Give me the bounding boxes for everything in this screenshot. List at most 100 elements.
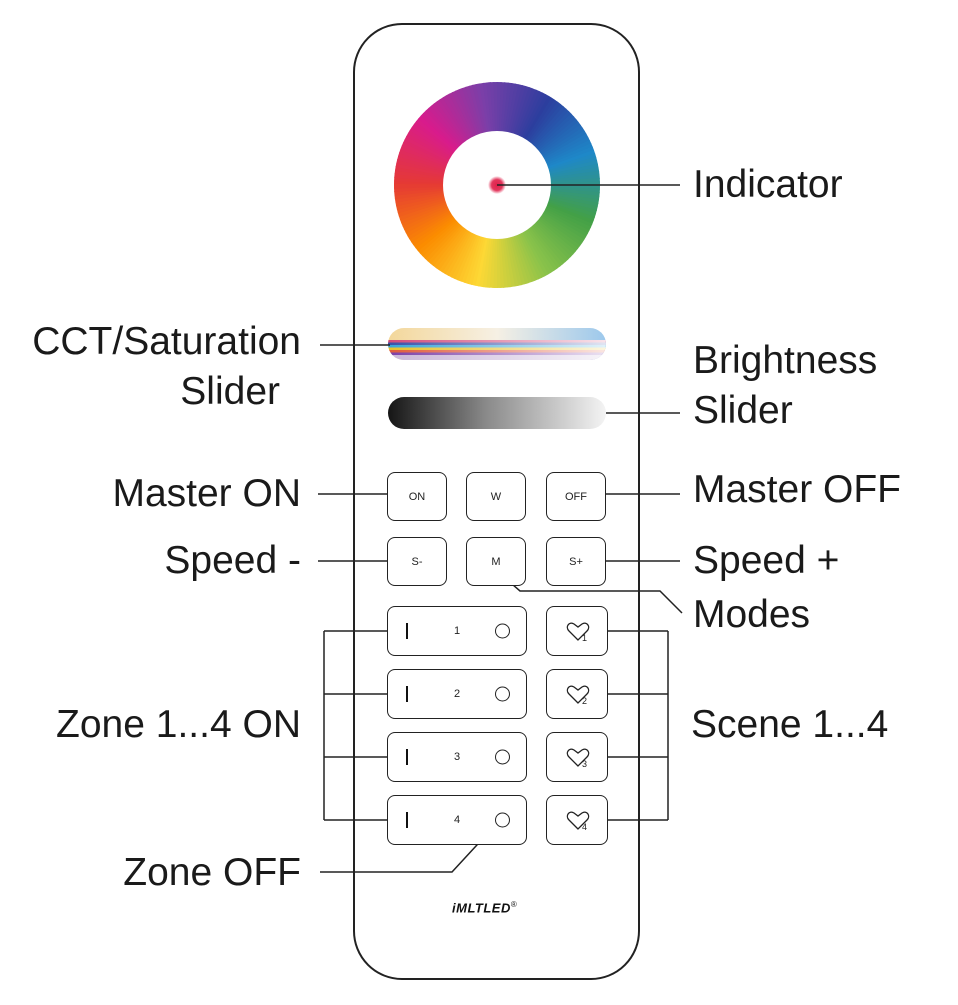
wheel-segment: [505, 235, 519, 287]
wheel-segment: [546, 156, 598, 173]
wheel-segment: [528, 224, 564, 267]
wheel-segment: [403, 207, 452, 234]
zone-on-icon: [406, 812, 408, 828]
wheel-segment: [448, 91, 475, 140]
wheel-segment: [441, 228, 471, 275]
wheel-segment: [524, 228, 555, 273]
wheel-segment: [531, 108, 570, 148]
on-button[interactable]: ON: [387, 472, 447, 521]
wheel-segment: [413, 215, 457, 249]
scene-3-button[interactable]: 3: [546, 732, 608, 782]
w-button[interactable]: W: [466, 472, 526, 521]
wheel-segment: [399, 202, 449, 224]
wheel-segment: [428, 105, 464, 147]
wheel-segment: [402, 138, 451, 164]
wheel-segment: [530, 223, 566, 265]
wheel-segment: [539, 212, 585, 244]
wheel-segment: [422, 110, 462, 149]
off-button[interactable]: OFF: [546, 472, 606, 521]
wheel-segment: [394, 189, 446, 200]
speed-plus-button[interactable]: S+: [546, 537, 606, 586]
zone-1-button[interactable]: 1: [387, 606, 527, 656]
label-zone-on: Zone 1...4 ON: [56, 703, 301, 746]
wheel-segment: [468, 84, 485, 136]
label-cct-line2: Slider: [180, 370, 280, 413]
wheel-segment: [515, 232, 539, 281]
zone-off-icon[interactable]: [495, 623, 510, 639]
zone-on-icon: [406, 686, 408, 702]
wheel-segment: [454, 232, 478, 281]
wheel-segment: [533, 110, 572, 150]
wheel-segment: [526, 99, 559, 144]
wheel-segment: [520, 230, 549, 277]
zone-3-button[interactable]: 3: [387, 732, 527, 782]
cct-saturation-slider[interactable]: [388, 328, 606, 360]
wheel-segment: [430, 103, 466, 146]
wheel-segment: [514, 88, 537, 137]
brand-name: iMLTLED: [452, 900, 511, 916]
zone-on-icon: [406, 623, 408, 639]
wheel-segment: [543, 206, 592, 232]
wheel-segment: [461, 86, 482, 137]
wheel-segment: [409, 126, 455, 158]
heart-icon: 2: [566, 685, 590, 706]
wheel-segment: [417, 218, 459, 254]
scene-number: 3: [582, 759, 587, 769]
scene-number: 4: [582, 822, 587, 832]
zone-off-icon[interactable]: [495, 812, 510, 828]
wheel-segment: [525, 227, 558, 271]
scene-4-button[interactable]: 4: [546, 795, 608, 845]
mode-button[interactable]: M: [466, 537, 526, 586]
wheel-segment: [529, 103, 565, 146]
label-speed-plus: Speed +: [693, 539, 840, 582]
wheel-segment: [427, 223, 464, 264]
zone-4-button[interactable]: 4: [387, 795, 527, 845]
wheel-segment: [415, 216, 458, 252]
zone-off-icon[interactable]: [495, 749, 510, 765]
wheel-segment: [538, 214, 583, 247]
wheel-segment: [450, 231, 476, 280]
label-indicator: Indicator: [693, 163, 843, 206]
label-master-on: Master ON: [112, 472, 301, 515]
wheel-segment: [425, 107, 463, 148]
wheel-segment: [413, 120, 457, 155]
wheel-segment: [432, 225, 467, 269]
zone-off-icon[interactable]: [495, 686, 510, 702]
zone-on-icon: [406, 749, 408, 765]
scene-2-button[interactable]: 2: [546, 669, 608, 719]
color-wheel[interactable]: [394, 82, 600, 288]
wheel-segment: [545, 202, 594, 225]
scene-1-button[interactable]: 1: [546, 606, 608, 656]
wheel-segment: [500, 236, 508, 288]
wheel-segment: [438, 227, 470, 273]
wheel-segment: [535, 116, 577, 152]
scene-number: 2: [582, 696, 587, 706]
label-brightness-line1: Brightness: [693, 339, 878, 382]
label-cct-line1: CCT/Saturation: [32, 320, 301, 363]
wheel-segment: [542, 207, 590, 235]
wheel-segment: [482, 82, 493, 134]
wheel-segment: [398, 200, 449, 221]
zone-2-button[interactable]: 2: [387, 669, 527, 719]
wheel-segment: [522, 229, 552, 275]
wheel-segment: [455, 89, 479, 138]
wheel-segment: [514, 233, 536, 283]
off-button-label: OFF: [565, 490, 587, 503]
wheel-segment: [418, 115, 459, 152]
speed-minus-button[interactable]: S-: [387, 537, 447, 586]
label-modes: Modes: [693, 593, 811, 636]
wheel-segment: [534, 113, 575, 151]
wheel-segment: [401, 142, 450, 166]
wheel-segment: [429, 224, 465, 267]
wheel-segment: [411, 213, 455, 246]
brightness-slider[interactable]: [388, 397, 606, 429]
wheel-segment: [540, 211, 587, 241]
wheel-segment: [531, 222, 569, 263]
brand-logo: iMLTLED®: [452, 900, 517, 915]
wheel-segment: [544, 143, 593, 167]
wheel-segment: [547, 163, 599, 177]
wheel-segment: [537, 215, 581, 250]
wheel-segment: [510, 234, 529, 285]
wheel-segment: [409, 212, 454, 243]
wheel-segment: [400, 145, 449, 168]
